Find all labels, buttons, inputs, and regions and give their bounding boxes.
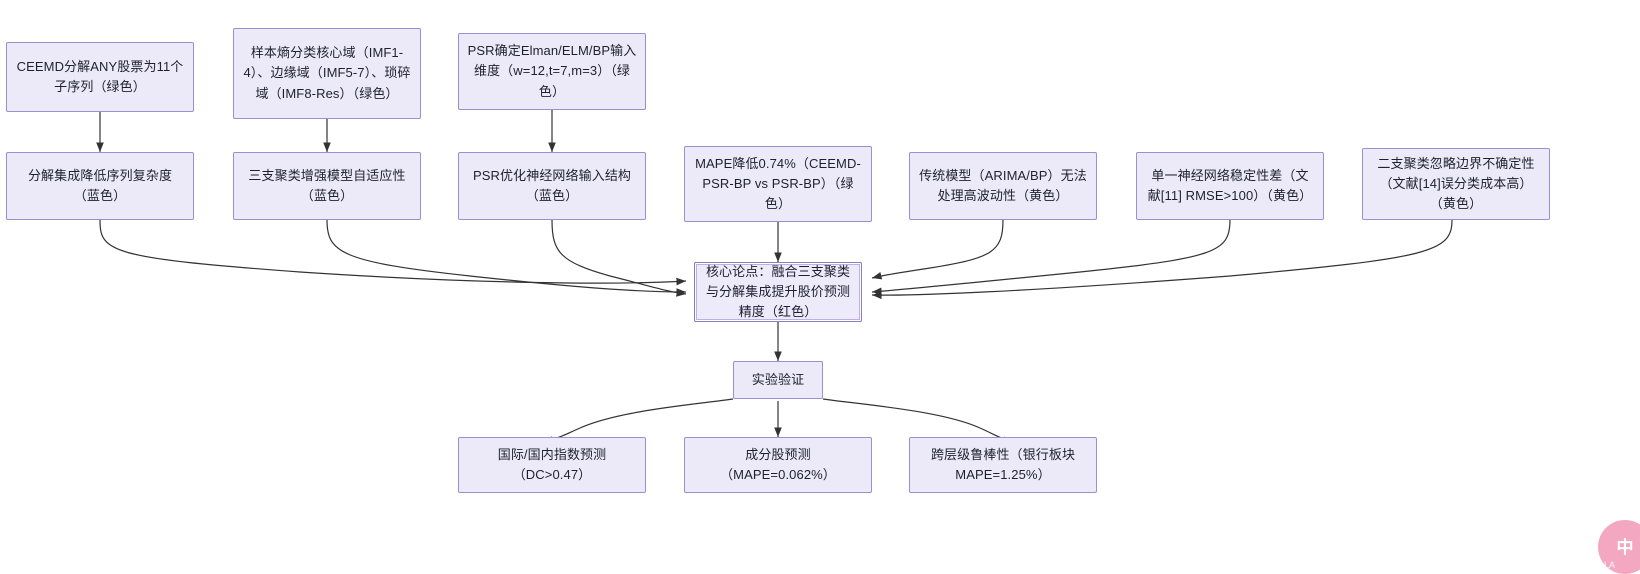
- node-label: PSR确定Elman/ELM/BP输入维度（w=12,t=7,m=3）（绿色）: [467, 43, 637, 99]
- node-three-way-clustering-adaptivity[interactable]: 三支聚类增强模型自适应性（蓝色）: [233, 152, 421, 220]
- node-cross-level-robustness[interactable]: 跨层级鲁棒性（银行板块MAPE=1.25%）: [909, 437, 1097, 493]
- node-label: 三支聚类增强模型自适应性（蓝色）: [248, 167, 406, 203]
- edge-n11-n12: [550, 398, 734, 446]
- watermark-logo: 中 LA: [1598, 520, 1640, 574]
- node-label: 成分股预测（MAPE=0.062%）: [720, 446, 836, 482]
- node-label: 跨层级鲁棒性（银行板块MAPE=1.25%）: [930, 446, 1076, 482]
- node-constituent-stock-forecast[interactable]: 成分股预测（MAPE=0.062%）: [684, 437, 872, 493]
- edge-n10-core: [871, 219, 1453, 300]
- node-label: 二支聚类忽略边界不确定性（文献[14]误分类成本高）（黄色）: [1377, 155, 1535, 212]
- node-sample-entropy-classify[interactable]: 样本熵分类核心域（IMF1-4）、边缘域（IMF5-7）、琐碎域（IMF8-Re…: [233, 28, 421, 119]
- edge-n8-core: [871, 219, 1004, 280]
- watermark-primary-text: 中: [1616, 537, 1634, 557]
- node-single-nn-instability[interactable]: 单一神经网络稳定性差（文献[11] RMSE>100）（黄色）: [1136, 152, 1324, 220]
- node-core-thesis[interactable]: 核心论点：融合三支聚类与分解集成提升股价预测精度（红色）: [694, 262, 862, 322]
- node-label: 传统模型（ARIMA/BP）无法处理高波动性（黄色）: [919, 167, 1087, 203]
- node-experimental-validation[interactable]: 实验验证: [733, 361, 823, 399]
- edge-n6-core: [551, 219, 687, 297]
- watermark-secondary-text: LA: [1604, 560, 1616, 570]
- node-label: 单一神经网络稳定性差（文献[11] RMSE>100）（黄色）: [1147, 167, 1313, 203]
- node-label: 分解集成降低序列复杂度（蓝色）: [27, 167, 173, 203]
- node-psr-input-dimension[interactable]: PSR确定Elman/ELM/BP输入维度（w=12,t=7,m=3）（绿色）: [458, 33, 646, 110]
- node-decomposition-reduces-complexity[interactable]: 分解集成降低序列复杂度（蓝色）: [6, 152, 194, 220]
- node-label: 实验验证: [751, 371, 805, 387]
- edge-n5-core: [326, 219, 687, 296]
- edge-n11-n14: [822, 398, 1006, 447]
- node-label: 样本熵分类核心域（IMF1-4）、边缘域（IMF5-7）、琐碎域（IMF8-Re…: [243, 45, 411, 101]
- node-traditional-models-limitation[interactable]: 传统模型（ARIMA/BP）无法处理高波动性（黄色）: [909, 152, 1097, 220]
- node-label: CEEMD分解ANY股票为11个子序列（绿色）: [16, 58, 184, 94]
- node-psr-optimizes-nn-input[interactable]: PSR优化神经网络输入结构（蓝色）: [458, 152, 646, 220]
- node-index-forecast[interactable]: 国际/国内指数预测（DC>0.47）: [458, 437, 646, 493]
- node-two-way-clustering-boundary[interactable]: 二支聚类忽略边界不确定性（文献[14]误分类成本高）（黄色）: [1362, 148, 1550, 220]
- node-ceemd-decompose[interactable]: CEEMD分解ANY股票为11个子序列（绿色）: [6, 42, 194, 112]
- node-label: MAPE降低0.74%（CEEMD-PSR-BP vs PSR-BP）（绿色）: [695, 155, 861, 212]
- node-mape-reduction[interactable]: MAPE降低0.74%（CEEMD-PSR-BP vs PSR-BP）（绿色）: [684, 146, 872, 222]
- edge-n4-core: [99, 219, 687, 286]
- node-label: 核心论点：融合三支聚类与分解集成提升股价预测精度（红色）: [705, 263, 851, 320]
- node-label: PSR优化神经网络输入结构（蓝色）: [472, 167, 632, 203]
- node-label: 国际/国内指数预测（DC>0.47）: [497, 446, 607, 482]
- edge-n9-core: [871, 219, 1231, 296]
